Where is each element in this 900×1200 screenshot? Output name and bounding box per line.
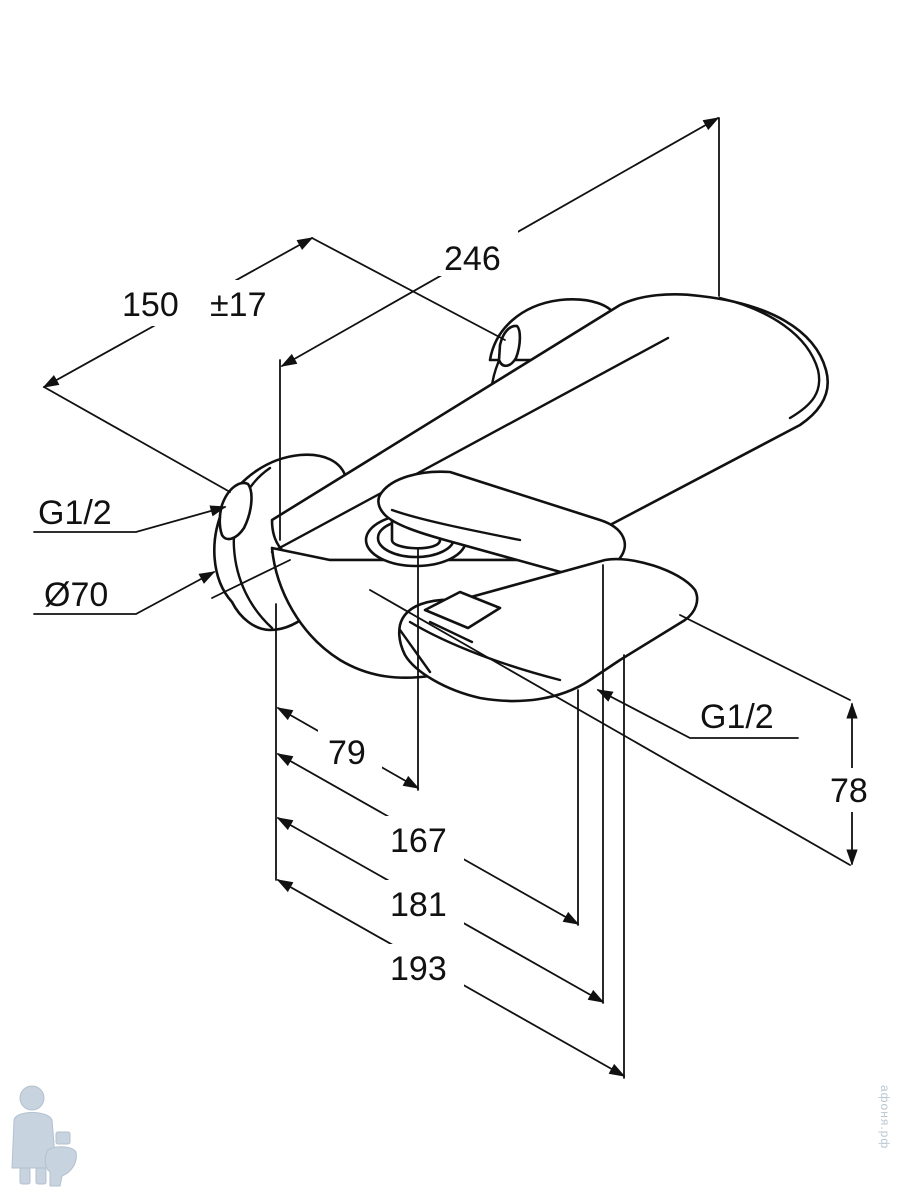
leader-thread-outlet [596,689,799,739]
bath-spout [397,557,699,703]
leader-diameter-70 [33,571,216,615]
diverter-knob [364,512,468,568]
label-78: 78 [830,772,868,810]
label-181: 181 [390,886,447,924]
leader-thread-left [33,505,227,533]
spout-outlet [423,590,502,630]
label-thread-outlet: G1/2 [700,698,774,736]
plumber-mascot-icon [11,1085,77,1187]
label-tolerance-17: ±17 [210,286,266,324]
label-150: 150 [122,286,179,324]
label-thread-left: G1/2 [38,494,112,532]
label-masks [115,230,876,990]
label-193: 193 [390,950,447,988]
label-167: 167 [390,822,447,860]
dimension-labels: 246 150 ±17 G1/2 Ø70 G1/2 78 79 167 181 … [38,240,868,988]
label-246: 246 [444,240,501,278]
faucet-body [213,292,829,703]
watermark-text: афоня.рф [878,1085,892,1150]
label-diameter-70: Ø70 [44,576,108,614]
label-79: 79 [328,734,366,772]
